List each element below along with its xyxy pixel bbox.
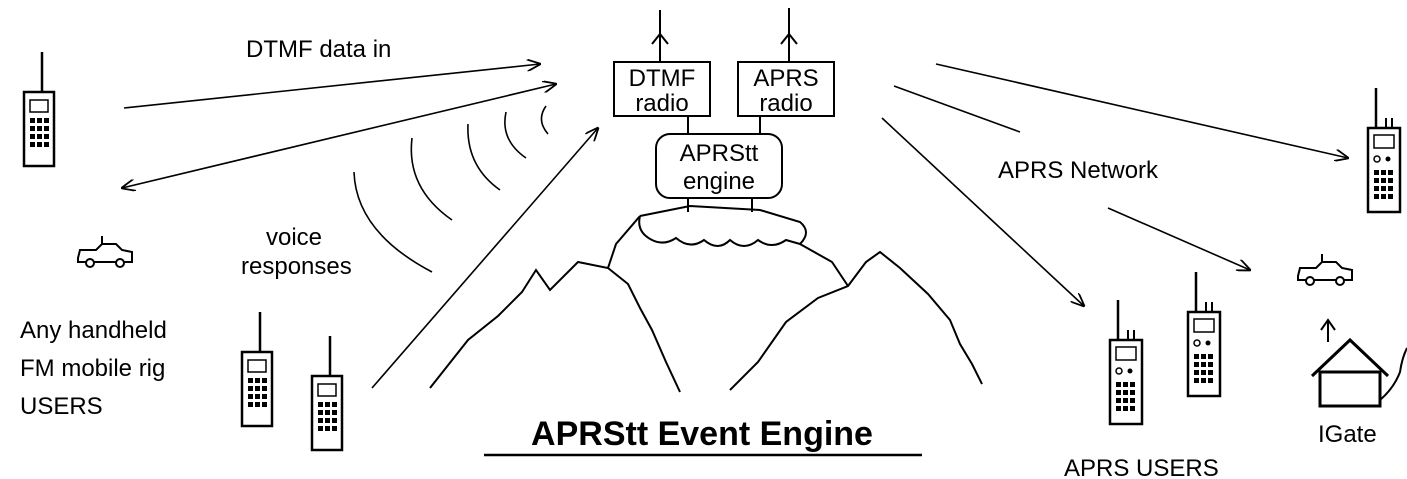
aprs-network-arrow [1108,208,1250,270]
voice-label: voice [266,224,322,251]
dtmf-arrow [124,64,540,108]
engine-line1: APRStt [680,140,759,167]
users-line1-label: Any handheld [20,317,167,344]
aprs-handheld-icon [1110,300,1142,424]
handheld-radio-icon [24,52,54,166]
aprs-handheld-icon [1188,272,1220,396]
dtmf-radio-line2: radio [635,90,688,117]
aprs-radio-line2: radio [759,90,812,117]
dtmf-radio-line1: DTMF [629,65,696,92]
aprs-handheld-icon [1368,88,1400,212]
aprs-network-arrow [936,64,1348,158]
aprs-users-label: APRS USERS [1064,455,1219,479]
aprs-radio-antenna [781,8,797,62]
responses-label: responses [241,253,352,280]
aprs-network-label: APRS Network [998,157,1159,184]
dtmf-radio-antenna [652,10,668,62]
handheld-radio-icon [312,336,342,450]
igate-house-icon [1312,320,1407,406]
dtmf-arrow [372,128,598,388]
engine-line2: engine [683,168,755,195]
dtmf-bidirectional-arrow [122,84,556,188]
dtmf-data-in-label: DTMF data in [246,36,391,63]
igate-label: IGate [1318,421,1377,448]
diagram-title: APRStt Event Engine [531,415,873,453]
aprs-network-line [894,86,1020,132]
aprs-radio-line1: APRS [753,65,818,92]
aprs-vehicle-icon [1298,254,1352,285]
aprs-users-arrow [882,118,1084,306]
users-line2-label: FM mobile rig [20,355,165,382]
voice-waves [354,106,548,272]
mobile-vehicle-icon [78,236,132,267]
handheld-radio-icon [242,312,272,426]
users-line3-label: USERS [20,393,103,420]
